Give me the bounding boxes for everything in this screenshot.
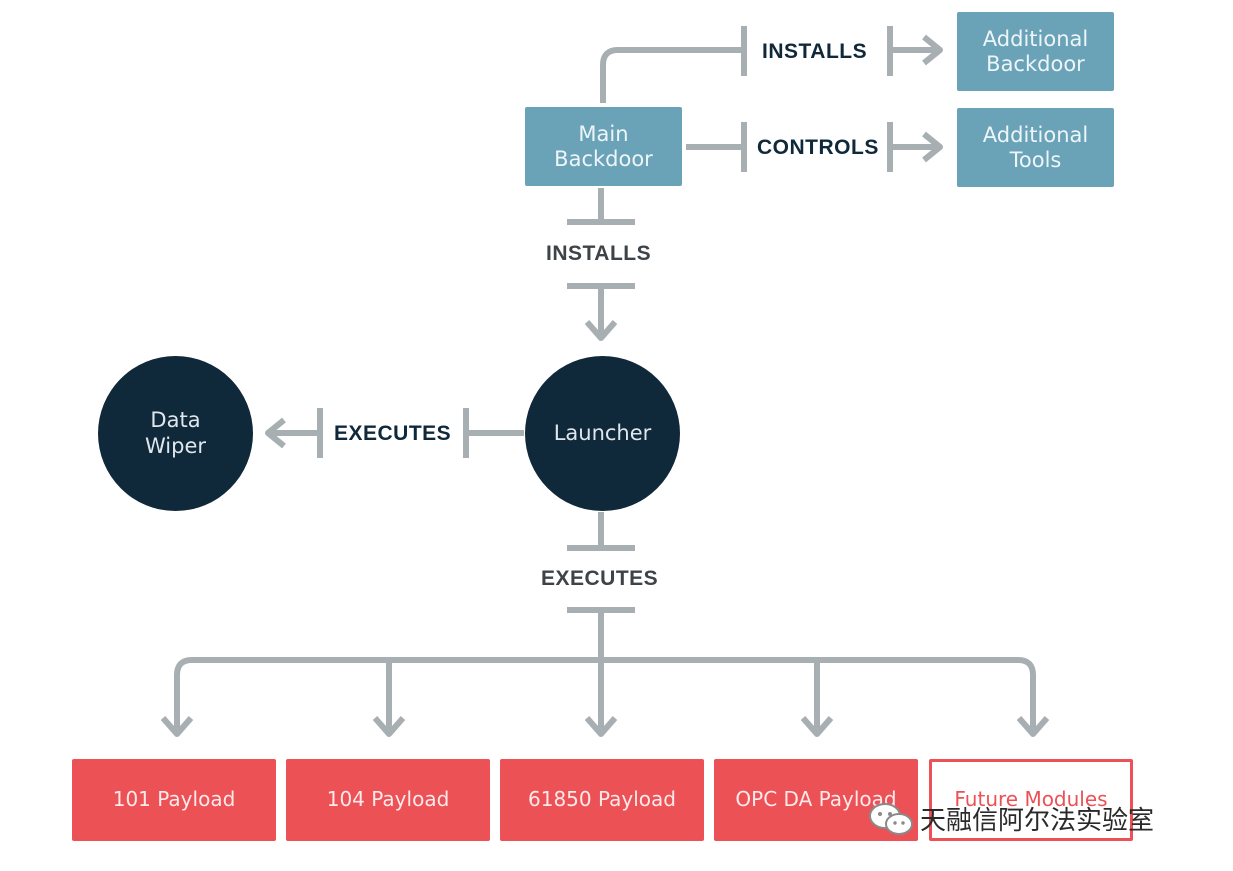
- payload-box-101: 101 Payload: [72, 759, 276, 841]
- edge-label-executes-down: EXECUTES: [541, 567, 659, 590]
- edge-installs-top-arrow: [922, 34, 943, 66]
- watermark-text: 天融信阿尔法实验室: [920, 806, 1155, 836]
- edge-payload-arrow-5: [1016, 716, 1050, 737]
- node-data-wiper-label: Data Wiper: [144, 408, 207, 458]
- payload-label: 101 Payload: [112, 787, 236, 812]
- edge-executes-left-arrow: [265, 417, 286, 449]
- payload-label: 61850 Payload: [528, 787, 676, 812]
- payload-box-future-modules: Future Modules: [929, 759, 1133, 841]
- node-additional-backdoor-label: Additional Backdoor: [982, 26, 1089, 76]
- payload-box-104: 104 Payload: [286, 759, 490, 841]
- edge-payload-bus: [174, 657, 1036, 732]
- payload-label: OPC DA Payload: [735, 787, 897, 812]
- payload-box-61850: 61850 Payload: [500, 759, 704, 841]
- edge-label-installs-top: INSTALLS: [762, 40, 868, 63]
- wechat-icon: [869, 802, 913, 835]
- edge-payload-arrow-2: [372, 716, 406, 737]
- node-launcher: Launcher: [525, 356, 680, 511]
- payload-label: Future Modules: [954, 787, 1108, 812]
- payload-box-opc-da: OPC DA Payload: [714, 759, 918, 841]
- node-data-wiper: Data Wiper: [98, 356, 253, 511]
- edge-installs-top-line: [600, 47, 744, 103]
- node-main-backdoor-label: Main Backdoor: [554, 121, 653, 171]
- edge-label-installs-mid: INSTALLS: [546, 242, 652, 265]
- node-additional-tools-label: Additional Tools: [982, 122, 1089, 172]
- edge-payload-arrow-4: [800, 716, 834, 737]
- node-main-backdoor: Main Backdoor: [525, 107, 682, 186]
- edge-label-executes-left: EXECUTES: [334, 422, 452, 445]
- payload-label: 104 Payload: [326, 787, 450, 812]
- node-launcher-label: Launcher: [553, 420, 652, 445]
- node-additional-tools: Additional Tools: [957, 108, 1114, 187]
- edge-payload-arrow-1: [160, 716, 194, 737]
- edge-installs-mid-arrow: [584, 320, 618, 341]
- edge-payload-arrow-3: [584, 716, 618, 737]
- edge-label-controls: CONTROLS: [757, 136, 879, 159]
- node-additional-backdoor: Additional Backdoor: [957, 12, 1114, 91]
- edge-controls-arrow: [922, 131, 943, 163]
- watermark: 天融信阿尔法实验室: [868, 800, 1154, 837]
